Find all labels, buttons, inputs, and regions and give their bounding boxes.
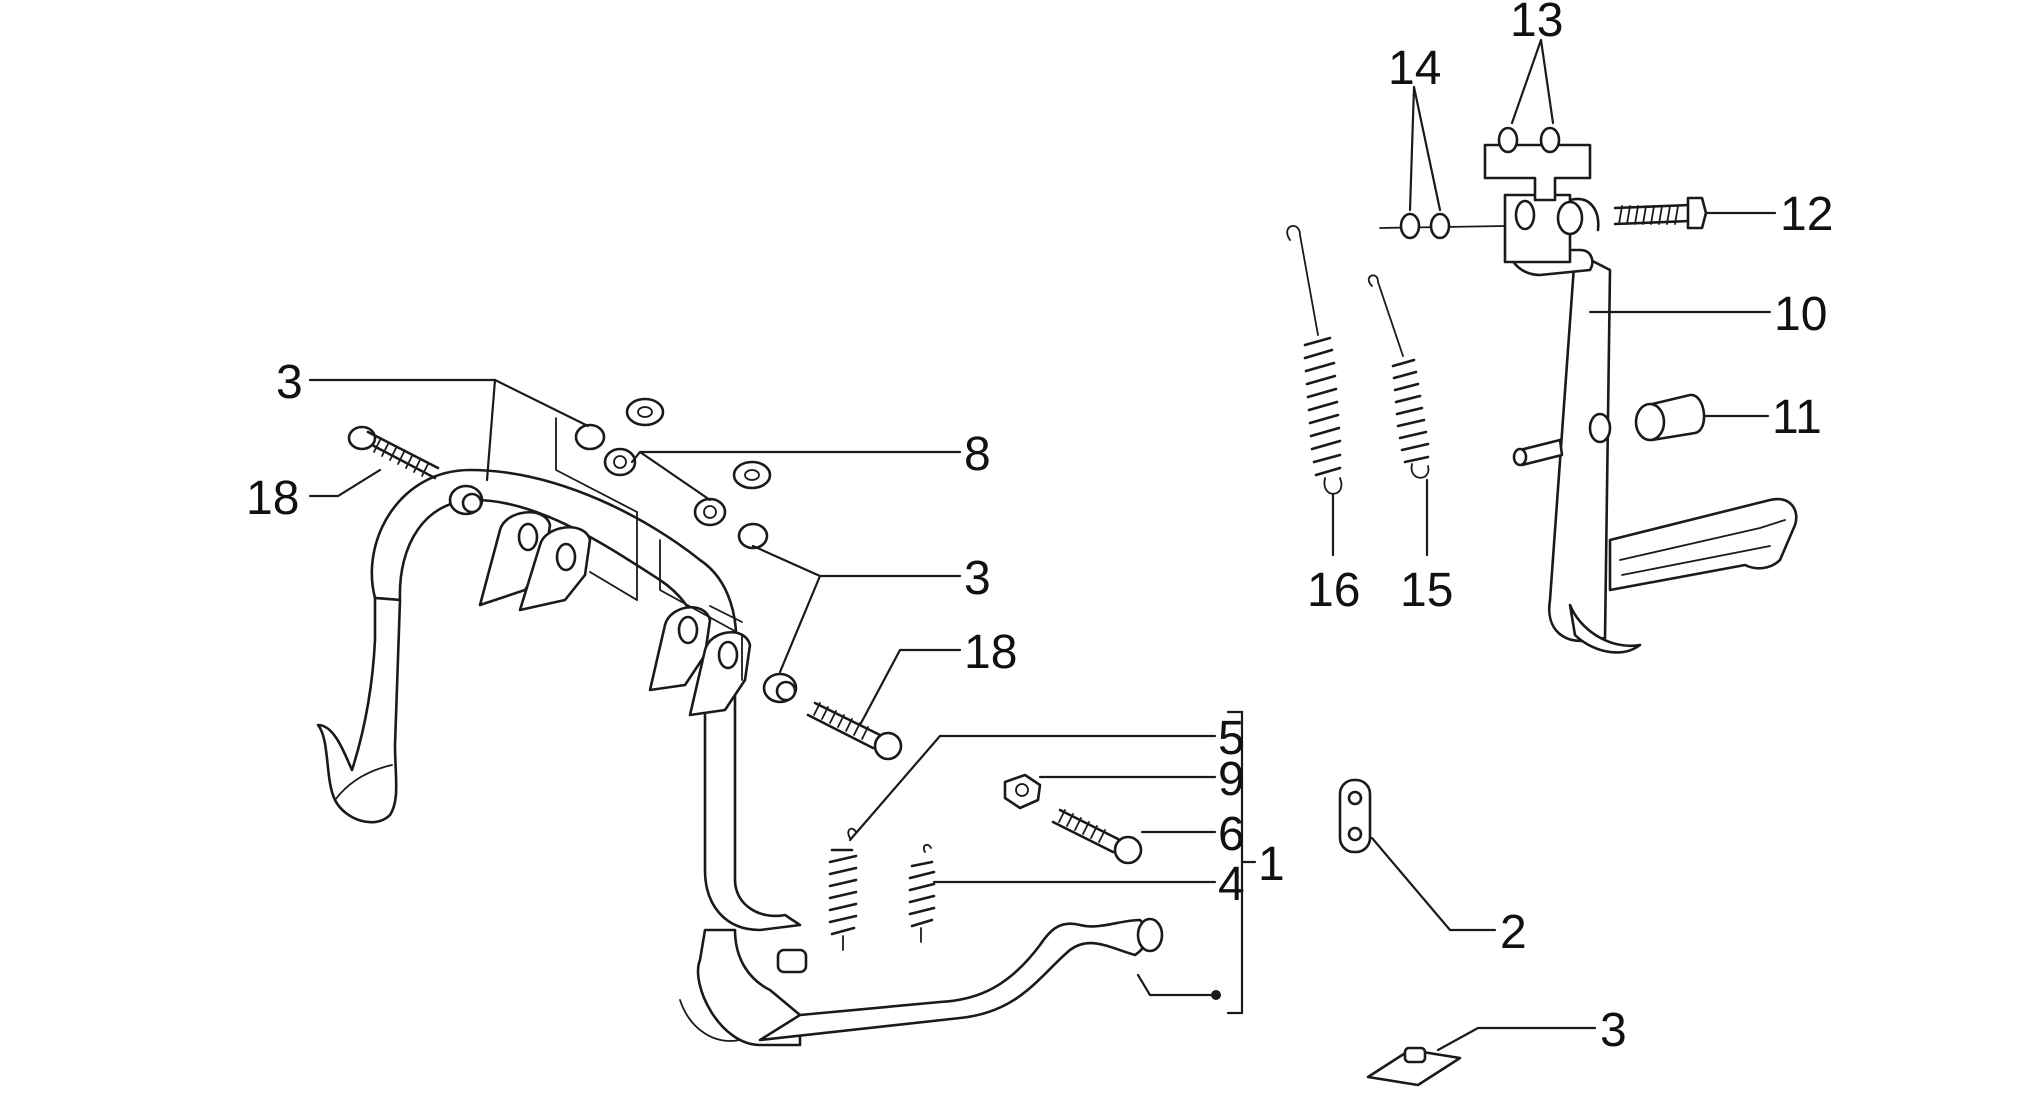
washer-nut-cluster-upper	[574, 397, 665, 477]
bolt-18-right	[806, 701, 903, 761]
callout-labels: 13 14 12 10 11 16 15 3 18 8 3 18 5 9 6 1…	[246, 0, 1833, 1057]
callout-2: 2	[1500, 906, 1527, 959]
plate-13	[1483, 126, 1592, 202]
callout-18-right: 18	[964, 626, 1017, 679]
spring-16	[1286, 225, 1343, 495]
bracket-plate-2	[1338, 778, 1372, 854]
assembly-guide-lines	[555, 417, 743, 681]
centre-stand-frame	[316, 468, 1164, 1047]
bolt-6	[1051, 808, 1143, 865]
callout-15: 15	[1400, 564, 1453, 617]
leader-lines	[308, 38, 1777, 1052]
callout-3-lower: 3	[1600, 1004, 1627, 1057]
side-stand	[1503, 193, 1798, 654]
callout-13: 13	[1510, 0, 1563, 47]
callout-1: 1	[1258, 838, 1285, 891]
callout-3-middle: 3	[964, 552, 991, 605]
bolt-18-left	[347, 425, 440, 480]
callout-9: 9	[1218, 753, 1245, 806]
washers-14	[1379, 212, 1506, 240]
callout-14: 14	[1388, 42, 1441, 95]
washer-nut-cluster-lower	[693, 460, 772, 550]
spring-5	[828, 827, 858, 951]
callout-16: 16	[1307, 564, 1360, 617]
callout-4: 4	[1218, 858, 1245, 911]
callout-12: 12	[1780, 188, 1833, 241]
spring-4	[908, 843, 936, 943]
callout-8: 8	[964, 428, 991, 481]
plate-3-bottom	[1366, 1046, 1462, 1087]
callout-10: 10	[1774, 288, 1827, 341]
callout-5: 5	[1218, 712, 1245, 765]
spring-15	[1367, 274, 1430, 479]
bushing-left	[448, 484, 484, 516]
nut-9	[1003, 773, 1042, 810]
bushing-11	[1634, 393, 1706, 442]
callout-6: 6	[1218, 808, 1245, 861]
callout-3-upper: 3	[276, 356, 303, 409]
callout-18-left: 18	[246, 472, 299, 525]
callout-11: 11	[1772, 391, 1822, 444]
bushing-right	[762, 672, 798, 704]
bolt-12	[1613, 196, 1708, 230]
